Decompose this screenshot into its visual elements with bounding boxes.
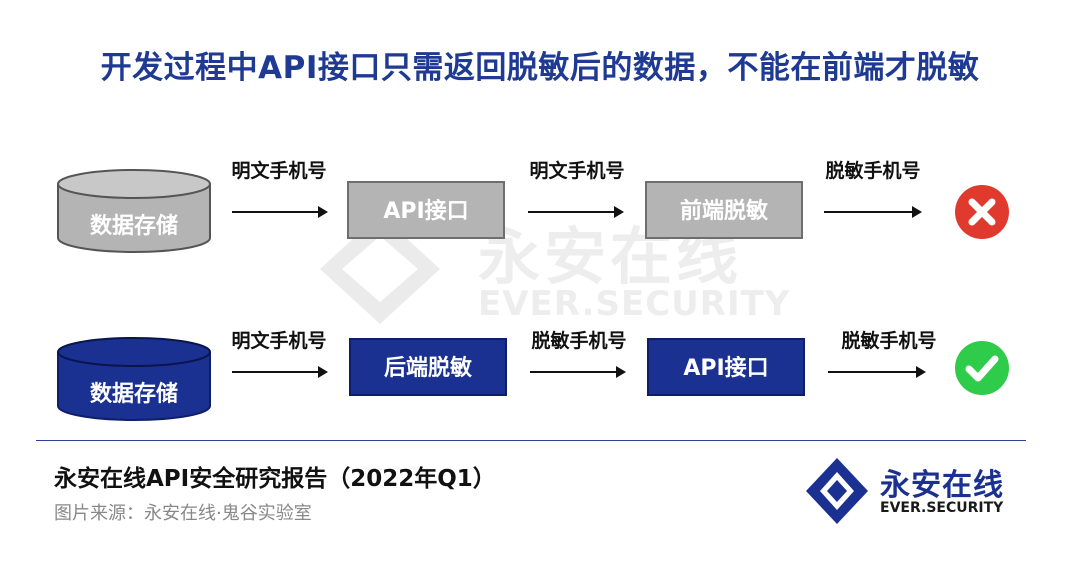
arrow-label: 明文手机号 bbox=[231, 330, 327, 352]
arrow-label: 脱敏手机号 bbox=[531, 330, 627, 352]
arrow bbox=[824, 206, 922, 218]
logo-en: EVER.SECURITY bbox=[880, 500, 1004, 516]
arrow bbox=[530, 366, 626, 378]
arrow-label: 脱敏手机号 bbox=[825, 160, 921, 182]
footer-divider bbox=[36, 440, 1026, 441]
ever-security-logo: 永安在线 EVER.SECURITY bbox=[806, 456, 1026, 528]
storage-label: 数据存储 bbox=[89, 214, 178, 239]
logo-cn: 永安在线 bbox=[880, 468, 1004, 503]
arrow bbox=[232, 206, 328, 218]
api-interface-box: API接口 bbox=[647, 338, 805, 396]
data-storage-cylinder: 数据存储 bbox=[56, 336, 212, 422]
arrow bbox=[528, 206, 624, 218]
watermark-logo-icon bbox=[320, 214, 440, 324]
logo-icon bbox=[806, 458, 868, 524]
arrow-label: 明文手机号 bbox=[529, 160, 625, 182]
image-source: 图片来源：永安在线·鬼谷实验室 bbox=[54, 503, 312, 524]
flow-row-backend-masking: 数据存储 明文手机号 后端脱敏 脱敏手机号 API接口 脱敏手机号 bbox=[0, 318, 1080, 428]
data-storage-cylinder: 数据存储 bbox=[56, 168, 212, 254]
page-title: 开发过程中API接口只需返回脱敏后的数据，不能在前端才脱敏 bbox=[100, 50, 980, 86]
storage-label: 数据存储 bbox=[89, 382, 178, 407]
report-title: 永安在线API安全研究报告（2022年Q1） bbox=[54, 466, 496, 492]
arrow-label: 明文手机号 bbox=[231, 160, 327, 182]
arrow bbox=[828, 366, 926, 378]
flow-row-frontend-masking: 数据存储 明文手机号 API接口 明文手机号 前端脱敏 脱敏手机号 bbox=[0, 150, 1080, 260]
frontend-masking-box: 前端脱敏 bbox=[645, 181, 803, 239]
arrow bbox=[232, 366, 328, 378]
watermark-en: EVER.SECURITY bbox=[478, 284, 791, 324]
x-circle-icon bbox=[955, 185, 1009, 239]
api-interface-box: API接口 bbox=[347, 181, 505, 239]
arrow-label: 脱敏手机号 bbox=[841, 330, 937, 352]
check-circle-icon bbox=[955, 341, 1009, 395]
backend-masking-box: 后端脱敏 bbox=[349, 338, 507, 396]
